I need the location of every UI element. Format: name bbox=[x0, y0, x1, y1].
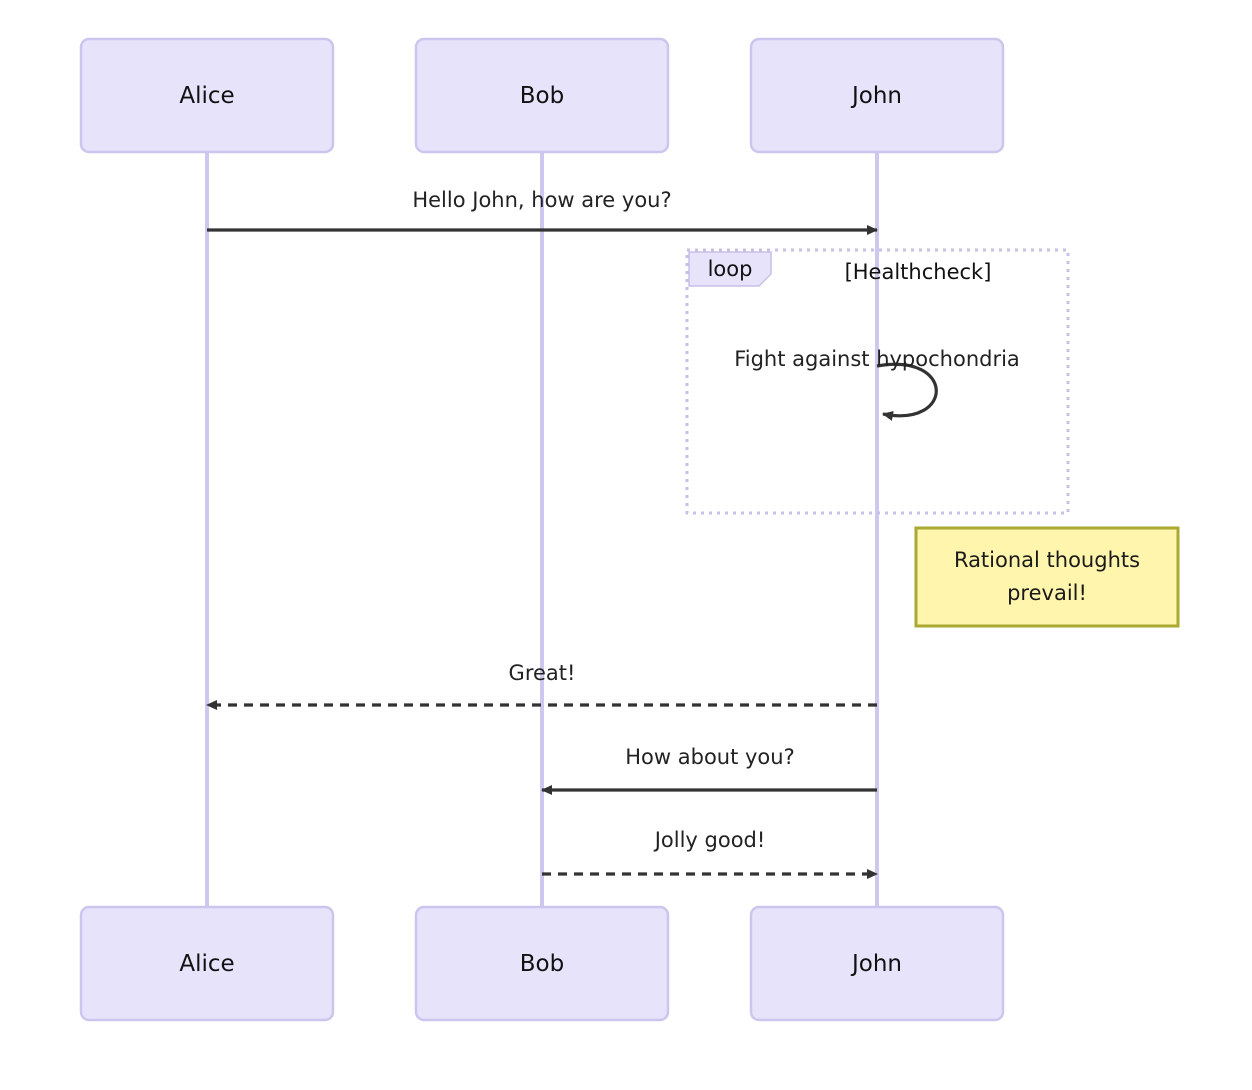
note-box bbox=[914, 526, 1180, 628]
actor-top-bob[interactable]: Bob bbox=[414, 37, 670, 154]
loop-tag-label: loop bbox=[708, 257, 753, 281]
actor-name-label: Alice bbox=[179, 951, 234, 977]
loop-block-border[interactable] bbox=[685, 248, 1070, 515]
loop-tag-shape bbox=[688, 251, 772, 287]
actor-top-alice[interactable]: Alice bbox=[79, 37, 335, 154]
loop-condition-label: [Healthcheck] bbox=[845, 260, 992, 284]
message-msg-howabout: How about you? bbox=[541, 745, 877, 795]
actor-name-label: John bbox=[850, 951, 902, 977]
actor-bottom-alice[interactable]: Alice bbox=[79, 905, 335, 1022]
actor-box-shape[interactable] bbox=[414, 37, 670, 154]
message-label-msg-howabout: How about you? bbox=[625, 745, 795, 769]
actor-name-label: Alice bbox=[179, 83, 234, 109]
message-msg-hello: Hello John, how are you? bbox=[207, 188, 878, 235]
actor-box-shape[interactable] bbox=[749, 37, 1005, 154]
actor-box-shape[interactable] bbox=[79, 905, 335, 1022]
message-label-msg-hello: Hello John, how are you? bbox=[412, 188, 671, 212]
message-label-msg-selfloop: Fight against hypochondria bbox=[734, 347, 1020, 371]
message-msg-selfloop: Fight against hypochondria bbox=[734, 347, 1020, 421]
note-group: Rational thoughts prevail! bbox=[914, 526, 1180, 628]
message-line-msg-selfloop bbox=[876, 362, 938, 421]
message-label-msg-jolly: Jolly good! bbox=[653, 828, 766, 852]
actor-bottom-bob[interactable]: Bob bbox=[414, 905, 670, 1022]
actor-top-john[interactable]: John bbox=[749, 37, 1005, 154]
actor-box-shape[interactable] bbox=[414, 905, 670, 1022]
messages-group: Hello John, how are you? Fight against hy… bbox=[206, 188, 1020, 879]
message-msg-great: Great! bbox=[206, 661, 877, 710]
actor-name-label: John bbox=[850, 83, 902, 109]
message-label-msg-great: Great! bbox=[509, 661, 576, 685]
note-text-line-2: prevail! bbox=[1007, 581, 1087, 605]
message-msg-jolly: Jolly good! bbox=[542, 828, 878, 879]
actor-box-shape[interactable] bbox=[749, 905, 1005, 1022]
actor-name-label: Bob bbox=[520, 951, 564, 977]
actor-box-shape[interactable] bbox=[79, 37, 335, 154]
note-text-line-1: Rational thoughts bbox=[954, 548, 1140, 572]
actor-name-label: Bob bbox=[520, 83, 564, 109]
actor-bottom-john[interactable]: John bbox=[749, 905, 1005, 1022]
lifelines-group bbox=[205, 152, 879, 907]
loop-block-group[interactable]: loop [Healthcheck] bbox=[685, 248, 1070, 515]
